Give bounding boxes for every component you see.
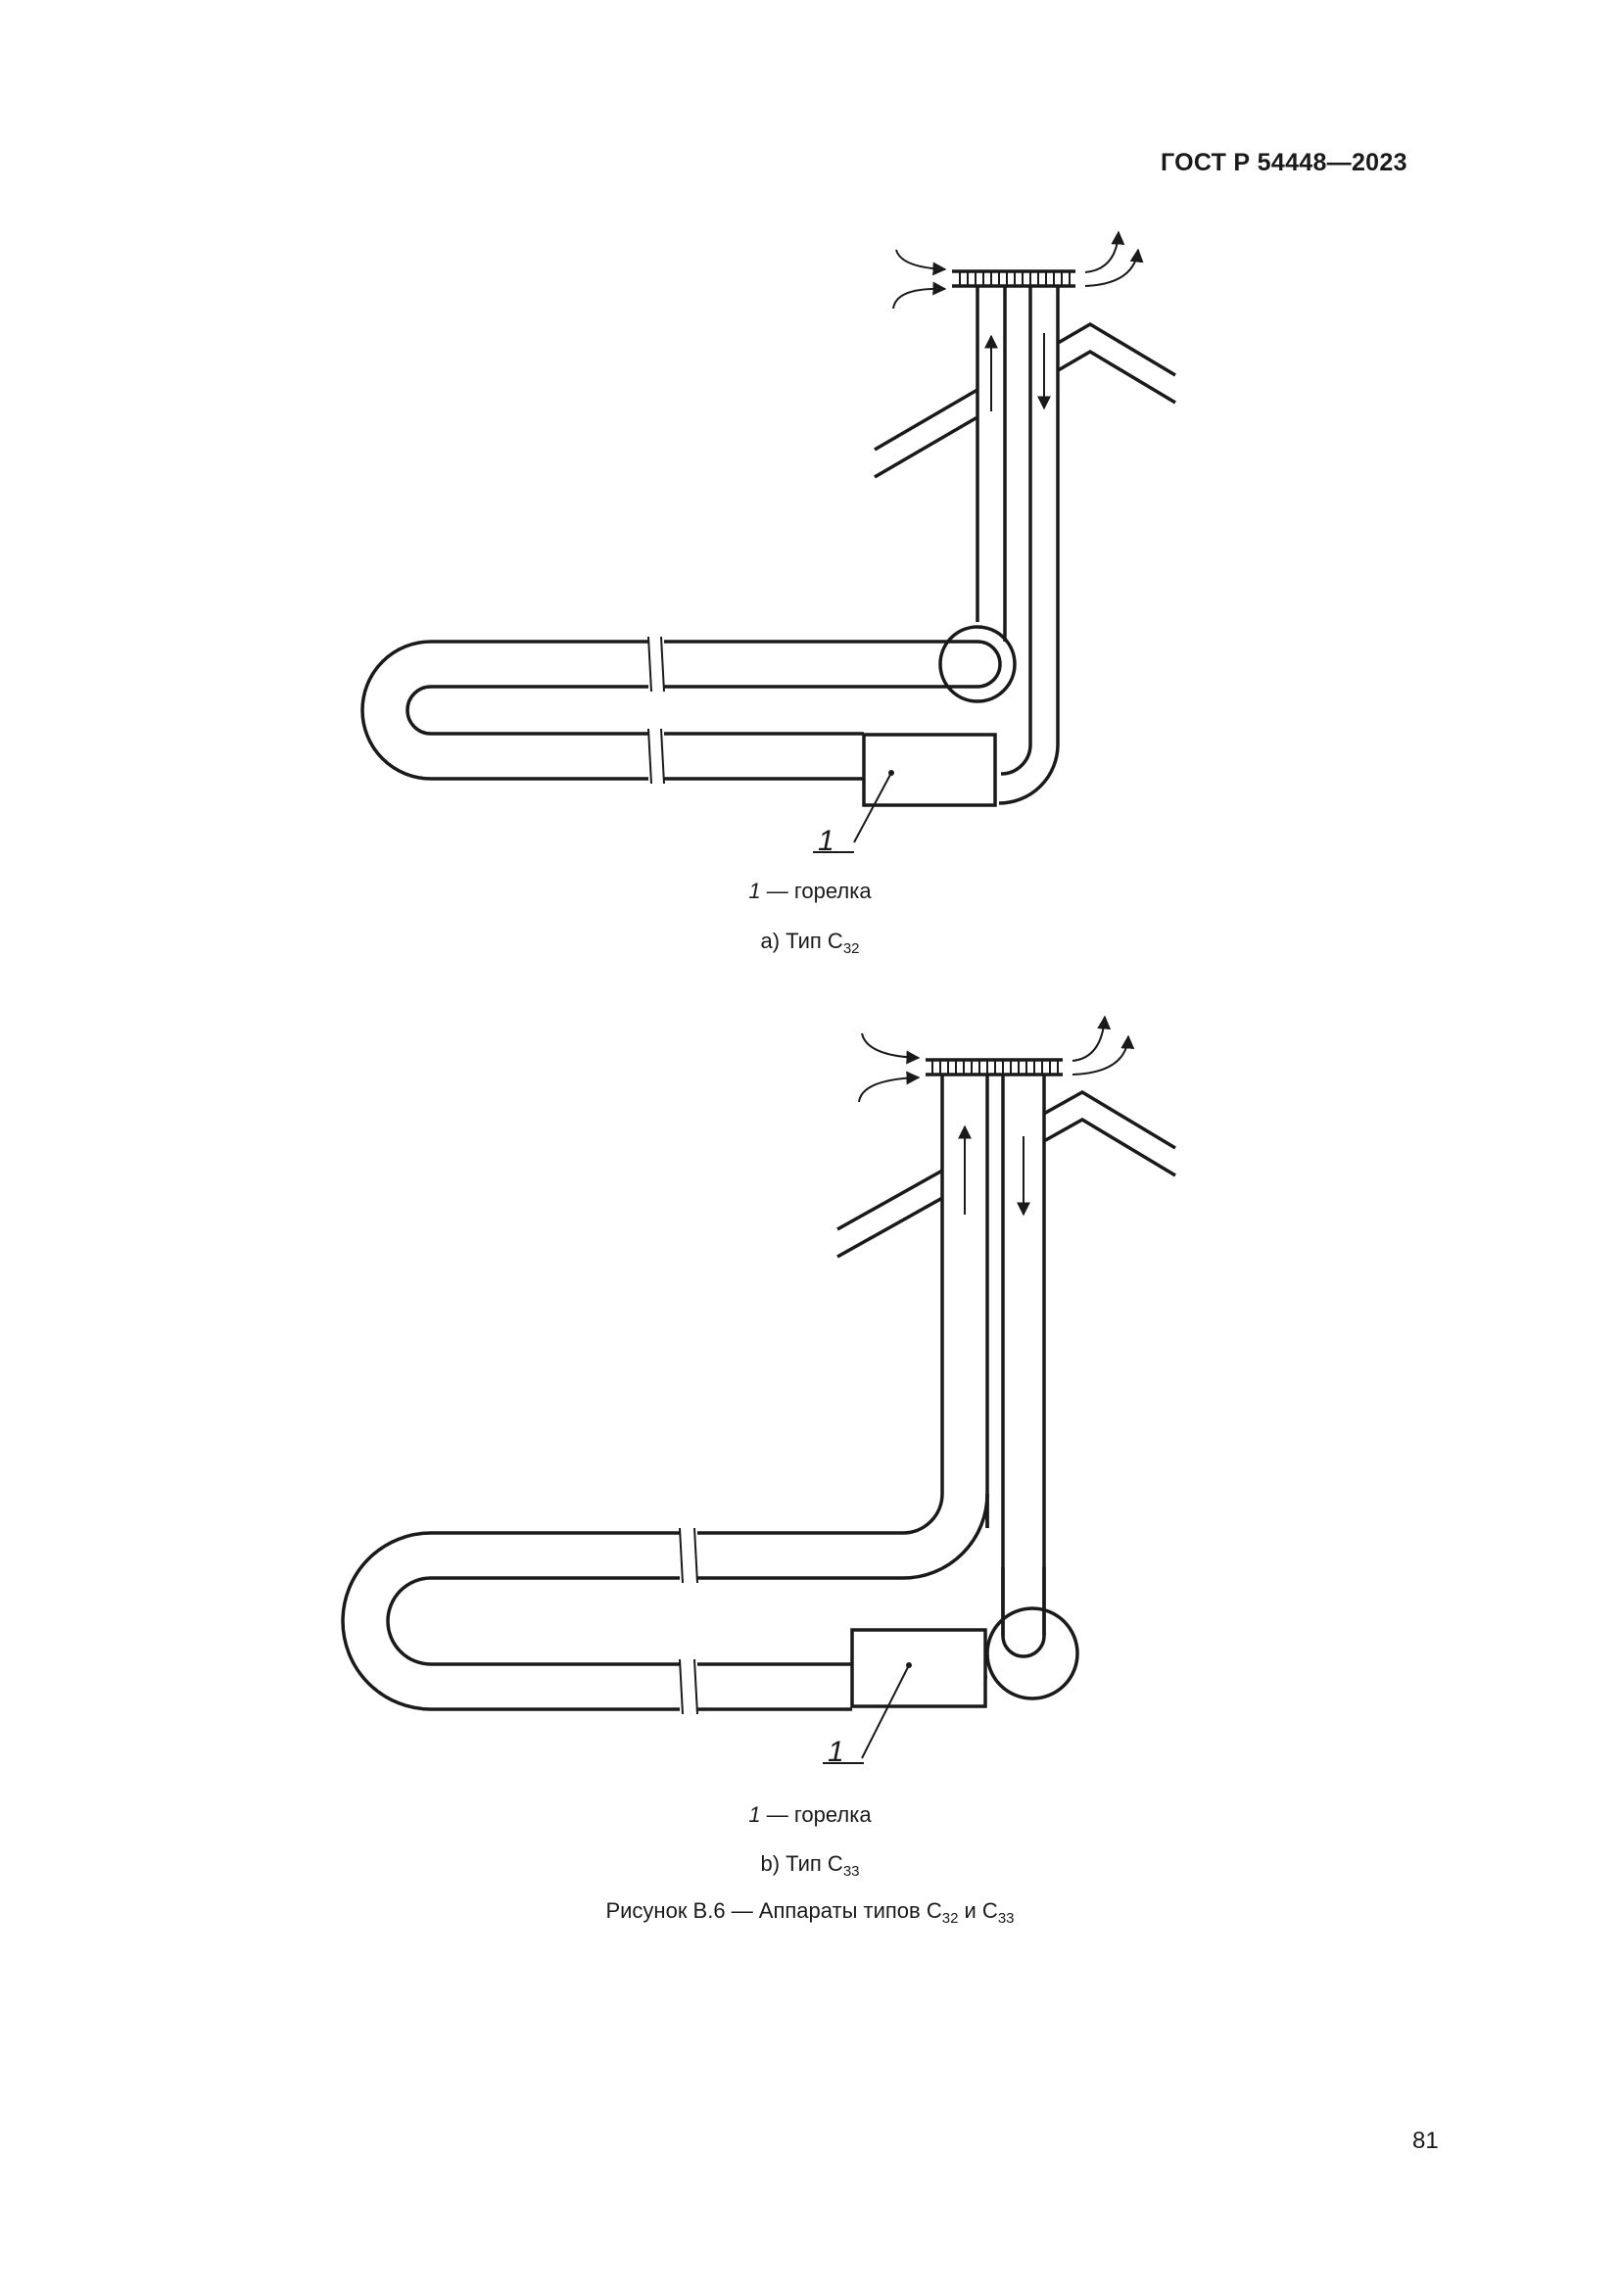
air-pipe-b bbox=[341, 1493, 989, 1715]
caption-a-prefix: a) Тип С bbox=[760, 929, 843, 953]
burner-a bbox=[862, 733, 997, 807]
roof-b bbox=[836, 1089, 1176, 1259]
flue-bend-b bbox=[984, 1567, 1079, 1700]
legend-a: 1 — горелка bbox=[0, 879, 1620, 904]
figure-title: Рисунок В.6 — Аппараты типов С32 и С33 bbox=[0, 1898, 1620, 1927]
flue-bend-a bbox=[998, 743, 1060, 805]
figure-a-diagram: 1 bbox=[360, 230, 1176, 857]
legend-b: 1 — горелка bbox=[0, 1802, 1620, 1828]
figure-b-diagram: 1 bbox=[341, 1015, 1176, 1768]
legend-a-num: 1 bbox=[748, 879, 761, 903]
caption-b: b) Тип С33 bbox=[0, 1851, 1620, 1880]
terminal-a bbox=[952, 269, 1075, 288]
legend-b-num: 1 bbox=[748, 1802, 761, 1827]
caption-b-prefix: b) Тип С bbox=[760, 1851, 843, 1876]
vertical-pipe-b bbox=[940, 1075, 1046, 1616]
page-number: 81 bbox=[1412, 2128, 1439, 2154]
flow-arrows-b bbox=[858, 1015, 1135, 1217]
callout-leader-b bbox=[861, 1664, 910, 1759]
callout-leader-a bbox=[853, 772, 892, 843]
figure-title-prefix: Рисунок В.6 — Аппараты типов С bbox=[605, 1898, 942, 1923]
caption-a-sub: 32 bbox=[842, 940, 860, 957]
roof-a bbox=[874, 321, 1176, 479]
flow-arrows-a bbox=[892, 230, 1144, 411]
figure-title-mid: и С bbox=[958, 1898, 998, 1923]
terminal-b bbox=[926, 1058, 1063, 1076]
document-header: ГОСТ Р 54448—2023 bbox=[1161, 149, 1407, 176]
burner-b bbox=[850, 1628, 987, 1708]
air-pipe-a bbox=[360, 625, 1017, 785]
caption-a: a) Тип С32 bbox=[0, 929, 1620, 957]
callout-label-b: 1 bbox=[828, 1736, 844, 1768]
caption-b-sub: 33 bbox=[842, 1863, 860, 1880]
figure-title-sub2: 33 bbox=[997, 1910, 1015, 1927]
callout-label-a: 1 bbox=[818, 825, 834, 857]
vertical-pipe-a bbox=[976, 286, 1060, 744]
figure-title-sub1: 32 bbox=[941, 1910, 959, 1927]
legend-a-text: — горелка bbox=[760, 879, 872, 903]
legend-b-text: — горелка bbox=[760, 1802, 872, 1827]
